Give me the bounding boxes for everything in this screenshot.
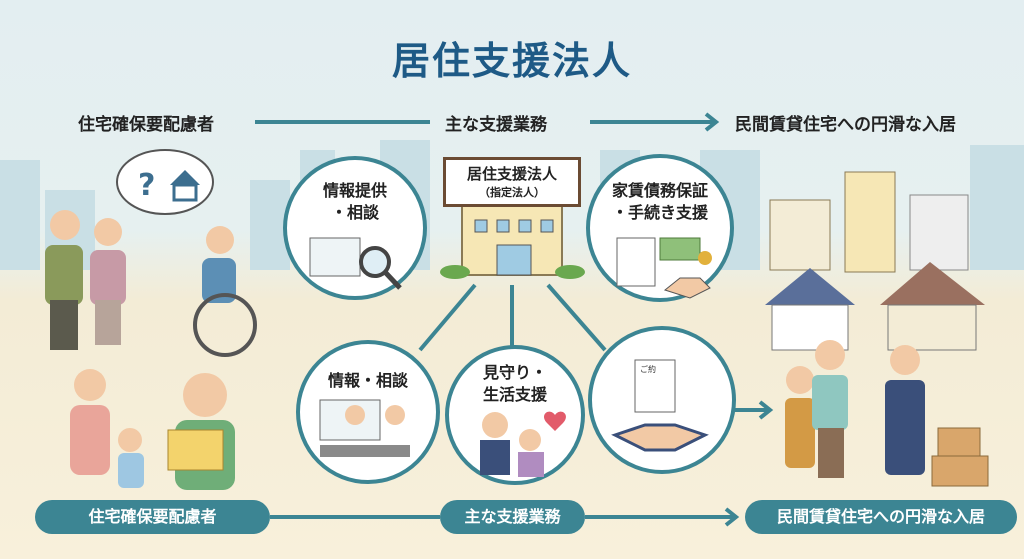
search-house-listing-icon xyxy=(309,237,402,290)
apartments-and-houses xyxy=(765,171,985,351)
contract-handshake-icon xyxy=(611,359,709,452)
top-flow-left-label: 住宅確保要配慮者 xyxy=(78,115,214,135)
info-consult-line-1: 情報提供 xyxy=(322,181,387,200)
rent-guarantee-label: 家賃債務保証 ・手続き支援 xyxy=(600,180,720,224)
center-building-name: 居住支援法人 xyxy=(466,165,557,183)
circle-info-consult xyxy=(283,156,427,300)
top-flow-right-label: 民間賃貸住宅への円滑な入居 xyxy=(735,115,956,135)
move-in-people xyxy=(785,340,989,487)
connector-line xyxy=(418,283,477,352)
info-consult-label: 情報提供 ・相談 xyxy=(305,180,405,224)
watch-support-line-2: 生活支援 xyxy=(482,385,547,404)
bottom-flow-right-pill: 民間賃貸住宅への円滑な入居 xyxy=(745,500,1017,534)
bottom-flow-arrowhead xyxy=(724,507,740,527)
contract-money-handshake-icon xyxy=(616,237,712,299)
center-building-sub: （指定法人） xyxy=(479,186,545,199)
elderly-and-wheelchair-people: ? xyxy=(45,149,257,357)
rent-guarantee-line-2: ・手続き支援 xyxy=(611,203,708,222)
top-flow-arrowhead xyxy=(704,112,720,132)
bottom-flow-left-pill: 住宅確保要配慮者 xyxy=(35,500,270,534)
info-consult-line-2: ・相談 xyxy=(330,203,379,222)
connector-line xyxy=(546,283,607,352)
elderly-couple-heart-icon xyxy=(480,411,566,477)
bottom-flow-middle-pill: 主な支援業務 xyxy=(440,500,585,534)
contract-doc-label: ご約 xyxy=(640,365,656,374)
svg-text:?: ? xyxy=(138,168,155,203)
top-flow-middle-label: 主な支援業務 xyxy=(445,115,547,135)
watch-support-line-1: 見守り・ xyxy=(482,363,547,382)
page-title: 居住支援法人 xyxy=(391,39,632,83)
family-illustration xyxy=(70,369,235,490)
circle-rent-guarantee xyxy=(586,154,734,302)
center-building xyxy=(440,204,585,279)
consultation-desk-icon xyxy=(319,399,410,457)
watch-support-label: 見守り・ 生活支援 xyxy=(465,362,565,406)
rent-guarantee-line-1: 家賃債務保証 xyxy=(611,181,708,200)
center-building-sign: 居住支援法人 （指定法人） xyxy=(443,157,581,207)
info-consult-2-label: 情報・相談 xyxy=(327,371,408,390)
